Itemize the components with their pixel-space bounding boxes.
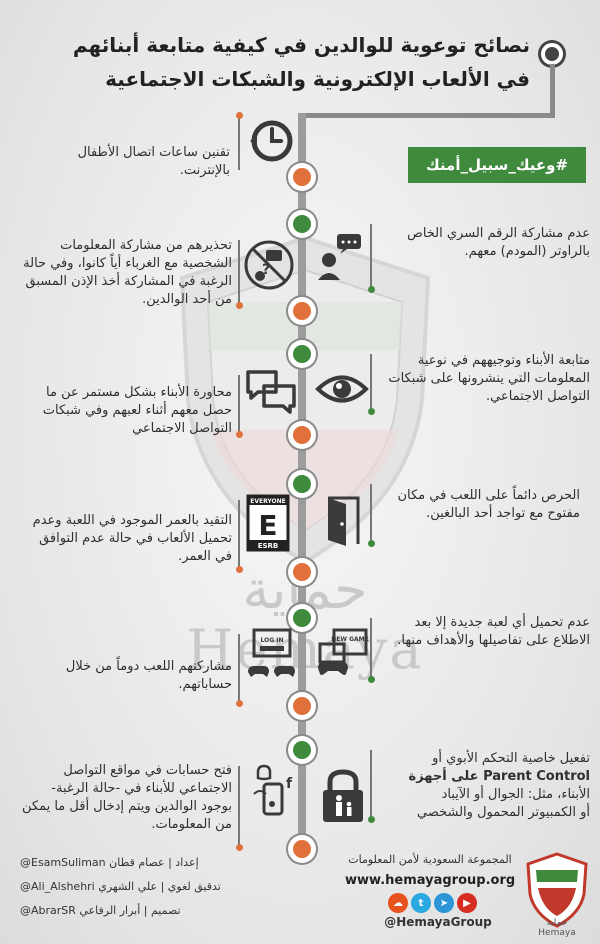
tip-text-10-line-1: تفعيل خاصية التحكم الأبوي أو	[432, 751, 590, 766]
credit-prepared-by: إعداد | عصام قطان EsamSuliman@	[20, 856, 199, 869]
credit-design: تصميم | أبرار الرفاعي AbrarSR@	[20, 904, 181, 917]
tip-text-7: التقيد بالعمر الموجود في اللعبة وعدم تحم…	[32, 513, 232, 564]
brand-name-en: Hemaya	[538, 928, 576, 938]
chat-bubbles-icon	[246, 370, 296, 414]
tip-text-1: تقنين ساعات اتصال الأطفال بالإنترنت.	[77, 145, 230, 178]
open-door-icon	[328, 496, 360, 546]
clock-history-icon	[250, 120, 293, 162]
timeline-node-orange	[288, 297, 316, 325]
timeline-node-green	[288, 736, 316, 764]
title-line-2: في الألعاب الإلكترونية والشبكات الاجتماع…	[105, 67, 530, 91]
connector-tick	[235, 500, 243, 573]
social-icons: ☁ t ➤ ▶	[388, 893, 477, 913]
connector-tick	[235, 240, 243, 309]
timeline-node-orange	[288, 421, 316, 449]
esrb-top-label: EVERYONE	[250, 498, 285, 505]
pipe-connector-vertical	[550, 64, 555, 116]
tip-text-10-line-4: أو الكمبيوتر المحمول والشخصي	[416, 805, 590, 820]
twitter-icon[interactable]: t	[411, 893, 431, 913]
hemaya-shield-logo	[526, 852, 588, 928]
tip-text-6: الحرص دائماً على اللعب في مكان مفتوح مع …	[397, 488, 580, 521]
pipe-start-dot	[541, 43, 563, 65]
timeline-node-orange	[288, 558, 316, 586]
brand-name-ar: حماية	[546, 918, 568, 928]
connector-tick	[367, 354, 375, 415]
soundcloud-icon[interactable]: ☁	[388, 893, 408, 913]
hashtag-banner: #وعيك_سبيل_أمنك	[408, 147, 586, 183]
tip-text-11: فتح حسابات في مواقع التواصل الاجتماعي لل…	[22, 763, 232, 832]
timeline-node-green	[288, 470, 316, 498]
page-title: نصائح توعوية للوالدين في كيفية متابعة أب…	[30, 28, 530, 96]
pipe-connector-horizontal	[302, 113, 555, 118]
timeline-node-green	[288, 604, 316, 632]
eye-icon	[315, 375, 369, 403]
connector-tick	[235, 634, 243, 707]
connector-tick	[367, 750, 375, 823]
connector-tick	[235, 766, 243, 851]
esrb-rating-icon: EVERYONE E ESRB	[246, 494, 290, 552]
tip-text-10-line-2: Parent Control على أجهزة	[408, 769, 590, 784]
credit-proofreading: تدقيق لغوي | علي الشهري Ali_Alshehri@	[20, 880, 221, 893]
timeline-node-orange	[288, 163, 316, 191]
title-line-1: نصائح توعوية للوالدين في كيفية متابعة أب…	[72, 33, 530, 57]
new-game-icon: NEW GAME	[318, 628, 369, 675]
timeline-node-orange	[288, 835, 316, 863]
svg-text:f: f	[286, 776, 293, 792]
connector-tick	[367, 224, 375, 293]
esrb-letter: E	[258, 509, 277, 542]
person-speech-icon	[318, 234, 361, 280]
connector-tick	[235, 112, 243, 170]
esrb-bottom-label: ESRB	[258, 542, 279, 550]
tip-text-9: مشاركتهم اللعب دوماً من خلال حساباتهم.	[65, 659, 232, 692]
youtube-icon[interactable]: ▶	[457, 893, 477, 913]
org-name: المجموعة السعودية لأمن المعلومات	[348, 853, 512, 866]
telegram-icon[interactable]: ➤	[434, 893, 454, 913]
tip-text-5: محاورة الأبناء بشكل مستمر عن ما حصل معهم…	[42, 385, 232, 436]
connector-tick	[367, 618, 375, 683]
log-in-label: LOG IN	[261, 637, 284, 644]
tip-text-2: عدم مشاركة الرقم السري الخاص بالراوتر (ا…	[407, 226, 590, 259]
connector-tick	[367, 484, 375, 547]
svg-text:?: ?	[262, 262, 270, 278]
brand-name: حماية Hemaya	[522, 918, 592, 938]
tip-text-10: تفعيل خاصية التحكم الأبوي أو Parent Cont…	[376, 750, 590, 822]
new-game-label: NEW GAME	[331, 636, 368, 643]
tip-text-8: عدم تحميل أي لعبة جديدة إلا بعد الاطلاع …	[397, 615, 590, 648]
timeline-node-green	[288, 210, 316, 238]
timeline-node-green	[288, 340, 316, 368]
connector-tick	[235, 375, 243, 438]
padlock-family-icon	[323, 769, 363, 822]
timeline-node-orange	[288, 692, 316, 720]
org-url[interactable]: www.hemayagroup.org	[345, 873, 516, 888]
no-sharing-icon: ?	[244, 240, 294, 290]
social-phone-icon: f	[253, 764, 293, 816]
tip-text-10-line-3: الأبناء، مثل: الجوال أو الآيباد	[441, 787, 590, 802]
tip-text-3: تحذيرهم من مشاركة المعلومات الشخصية مع ا…	[23, 238, 232, 307]
tip-text-4: متابعة الأبناء وتوجيههم في نوعية المعلوم…	[388, 353, 590, 404]
game-login-icon: LOG IN	[248, 628, 295, 677]
social-handle[interactable]: @HemayaGroup	[384, 915, 492, 929]
